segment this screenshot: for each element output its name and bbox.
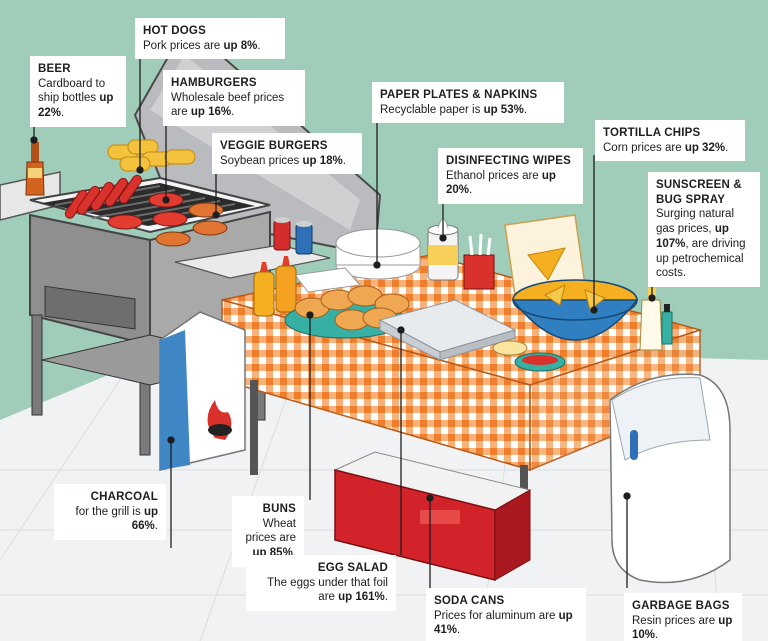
hot-dog-buns bbox=[107, 139, 196, 172]
callout-disinfecting-wipes: DISINFECTING WIPES Ethanol prices are up… bbox=[438, 148, 583, 205]
callout-title: PAPER PLATES & NAPKINS bbox=[380, 89, 538, 101]
callout-title: HOT DOGS bbox=[143, 25, 206, 37]
callout-title: TORTILLA CHIPS bbox=[603, 127, 701, 139]
cooler bbox=[333, 451, 532, 581]
callout-hamburgers: HAMBURGERS Wholesale beef prices are up … bbox=[163, 70, 305, 127]
callout-beer: BEER Cardboard to ship bottles up 22%. bbox=[30, 56, 126, 127]
beer-bottle bbox=[25, 142, 45, 196]
callout-title: SODA CANS bbox=[434, 595, 505, 607]
callout-soda-cans: SODA CANS Prices for aluminum are up 41%… bbox=[426, 588, 586, 641]
grill-counter bbox=[174, 244, 331, 279]
callout-egg-salad: EGG SALAD The eggs under that foil are u… bbox=[246, 555, 396, 612]
buns-platter bbox=[284, 285, 410, 339]
dip-bowl bbox=[492, 340, 528, 356]
callout-buns: BUNS Wheat prices are up 85%. bbox=[232, 496, 304, 567]
callout-garbage-bags: GARBAGE BAGS Resin prices are up 10%. bbox=[624, 593, 742, 641]
condiment-bottles bbox=[253, 256, 297, 317]
callout-title: SUNSCREEN & BUG SPRAY bbox=[656, 179, 742, 206]
callout-paper-plates: PAPER PLATES & NAPKINS Recyclable paper … bbox=[372, 82, 564, 124]
napkins bbox=[294, 267, 361, 293]
callout-hot-dogs: HOT DOGS Pork prices are up 8%. bbox=[135, 18, 285, 60]
paper-plates bbox=[335, 228, 421, 280]
callout-charcoal: CHARCOAL for the grill is up 66%. bbox=[54, 484, 166, 541]
foil-tray bbox=[378, 299, 517, 361]
sunscreen bbox=[639, 288, 673, 351]
hot-dogs bbox=[64, 174, 143, 219]
patties bbox=[107, 192, 228, 247]
callout-title: GARBAGE BAGS bbox=[632, 600, 730, 612]
chips-bag bbox=[504, 214, 586, 296]
callout-tortilla-chips: TORTILLA CHIPS Corn prices are up 32%. bbox=[595, 120, 745, 162]
callout-title: BUNS bbox=[262, 503, 296, 515]
callout-title: CHARCOAL bbox=[90, 491, 158, 503]
soda-cans bbox=[273, 217, 313, 255]
garbage-bin bbox=[609, 373, 731, 584]
chips-bowl bbox=[511, 279, 639, 341]
utensil-cup bbox=[463, 233, 495, 290]
callout-title: DISINFECTING WIPES bbox=[446, 155, 571, 167]
callout-title: BEER bbox=[38, 63, 71, 75]
callout-veggie-burgers: VEGGIE BURGERS Soybean prices up 18%. bbox=[212, 133, 362, 175]
charcoal-bag bbox=[159, 311, 246, 471]
callout-title: VEGGIE BURGERS bbox=[220, 140, 328, 152]
callout-title: HAMBURGERS bbox=[171, 77, 257, 89]
callout-sunscreen: SUNSCREEN & BUG SPRAY Surging natural ga… bbox=[648, 172, 760, 288]
callout-title: EGG SALAD bbox=[317, 562, 388, 574]
